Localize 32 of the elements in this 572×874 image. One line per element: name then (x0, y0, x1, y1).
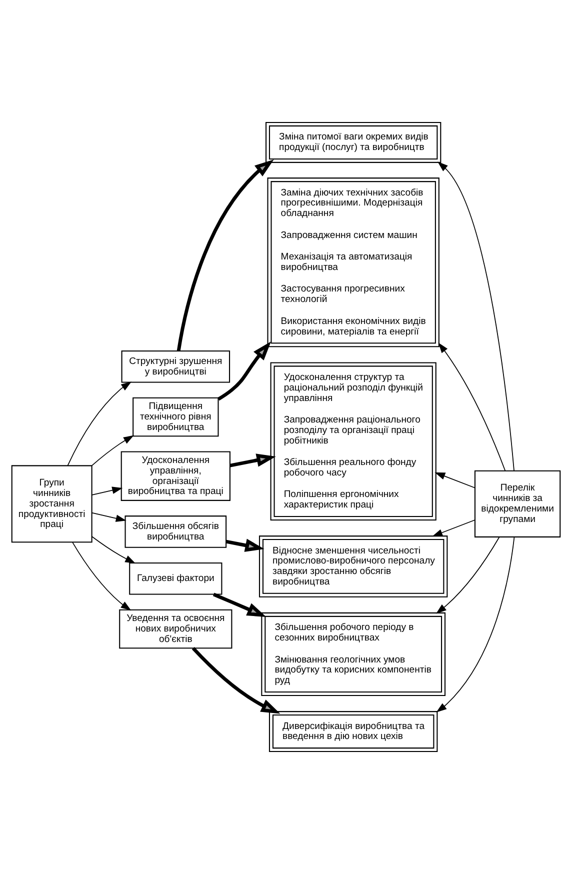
node-box: Удосконалення структур та раціональний розподіл функцій управління Запровадження раціонального розподілу та організації праці робітників Збільшення реального фонду робочого часу Поліпшення ергономічних характеристик праці (270, 362, 436, 520)
arrow (432, 520, 476, 536)
arrow (230, 454, 276, 468)
node-box: Групи чинників зростання продуктивності праці (11, 465, 92, 543)
arrow (91, 536, 136, 564)
arrow (72, 542, 132, 611)
node-box: Зміна питомої ваги окремих видів продукції (послуг) та виробництв (266, 122, 442, 163)
node-box: Збільшення робочого періоду в сезонних виробництвах Змінювання геологічних умов видобутку та корисних компонентів руд (261, 612, 446, 696)
node-box: Відносне зменшення чисельності промислово-виробничого персоналу завдяки зростанню обсягів виробництва (258, 536, 448, 598)
arrow (438, 162, 514, 472)
arrow (212, 592, 266, 617)
arrow (92, 486, 123, 496)
arrow (438, 342, 506, 472)
arrow (192, 647, 280, 714)
arrow (436, 536, 515, 712)
node-box: Перелік чинників за відокремленими групами (474, 470, 561, 538)
node-box: Підвищення технічного рівня виробництва (132, 397, 219, 437)
node-box: Диверсифікація виробництва та введення в дію нових цехів (268, 711, 438, 752)
arrow (91, 435, 134, 466)
arrow (436, 536, 500, 614)
node-box: Удосконалення управління, організації виробництва та праці (120, 451, 230, 501)
node-box: Уведення та освоєння нових виробничих об'єктів (119, 609, 232, 649)
arrow (92, 512, 126, 522)
node-box: Структурні зрушення у виробництві (121, 350, 230, 383)
arrow (67, 382, 132, 466)
node-box: Заміна діючих технічних засобів прогресивнішими. Модернізація обладнання Запровадження систем машин Механізація та автоматизація виробництва Застосування прогресивних технологій Використання економічних видів сировини, матеріалів та енергії (267, 178, 440, 348)
arrow (218, 341, 272, 401)
arrow (434, 472, 476, 488)
node-box: Збільшення обсягів виробництва (124, 516, 227, 548)
arrow (176, 160, 274, 352)
arrow (226, 538, 264, 552)
node-box: Галузеві фактори (129, 562, 222, 595)
